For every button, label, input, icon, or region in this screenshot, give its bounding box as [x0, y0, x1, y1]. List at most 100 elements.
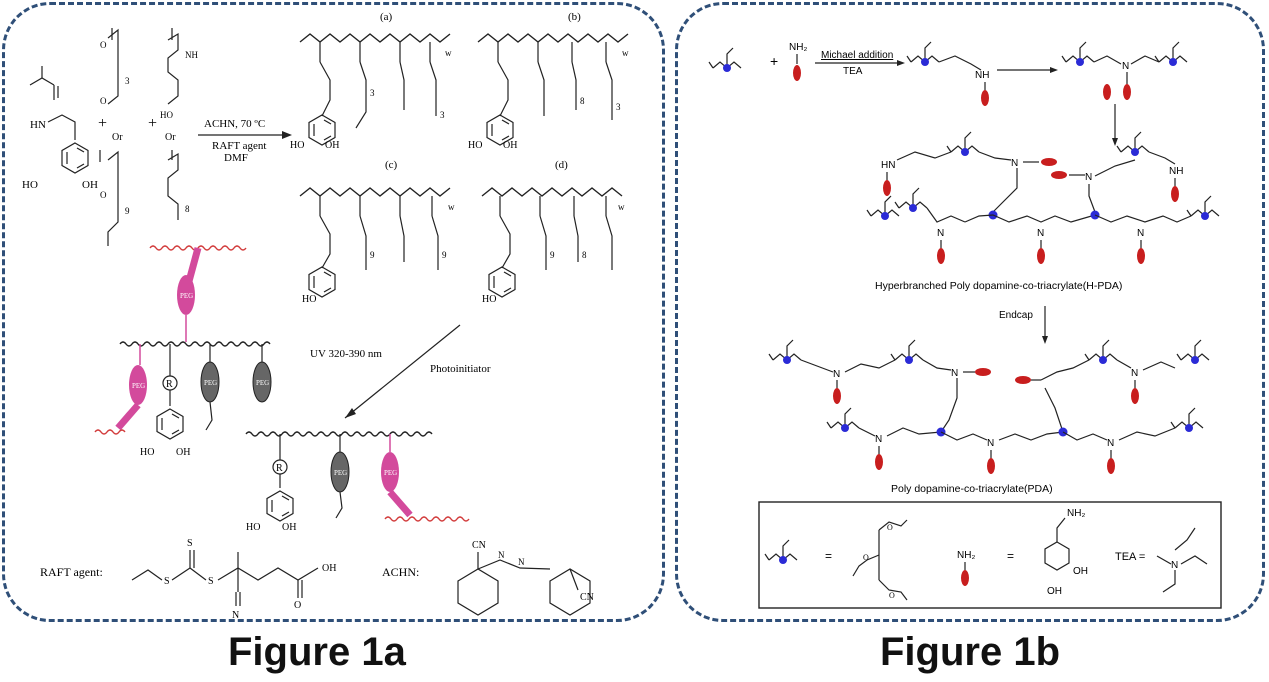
label-c: (c) [385, 159, 398, 171]
pda-label: Poly dopamine-co-triacrylate(PDA) [891, 483, 1053, 495]
ho-d: HO [482, 294, 496, 305]
legend-o-3: O [889, 591, 895, 600]
nh-label-h: NH [1169, 166, 1183, 177]
legend-equals-1: = [825, 549, 832, 563]
ho-a: HO [290, 140, 304, 151]
legend-nh2-2: NH₂ [1067, 508, 1085, 519]
achn-cn2: CN [580, 592, 594, 603]
hn-label-1: HN [881, 160, 895, 171]
r-label-1: R [166, 379, 173, 390]
n-label-p3: N [1131, 368, 1138, 379]
dopamine-monomer: HN HO OH [22, 66, 98, 191]
ho-label-2: HO [160, 110, 173, 120]
sub-c-9b: 9 [442, 250, 447, 260]
peg-label-1: PEG [180, 292, 193, 300]
network-schematic-1: PEG PEG R HO OH PEG PEG [94, 245, 272, 458]
n-label-r1: N [1122, 61, 1129, 72]
n-label-h1: N [1011, 158, 1018, 169]
or-label-2: Or [165, 132, 176, 143]
raft-s2: S [187, 538, 193, 549]
polymer-c: (c) w HO 9 9 [299, 159, 455, 305]
raft-agent-structure: RAFT agent: S S S N O OH [40, 538, 336, 621]
reaction-row-1: + NH₂ Michael addition TEA NH N [708, 41, 1188, 106]
ho-net2: HO [246, 522, 260, 533]
ho-net1: HO [140, 447, 154, 458]
n-label-h4: N [1037, 228, 1044, 239]
subscript-3: 3 [125, 76, 130, 86]
index-w-b: w [622, 48, 629, 58]
sub-a-3: 3 [370, 88, 375, 98]
sub-a-3b: 3 [440, 110, 445, 120]
plus-sign-2: + [148, 115, 157, 132]
oh-a: OH [325, 140, 339, 151]
oh-net2: OH [282, 522, 296, 533]
index-w-d: w [618, 202, 625, 212]
legend-box: = O O O NH₂ = NH₂ OH OH TEA = N [758, 501, 1222, 609]
r-label-2: R [276, 463, 283, 474]
raft-o: O [294, 600, 301, 611]
peg-pink-top [177, 275, 195, 315]
n-label-p4: N [875, 434, 882, 445]
n-label-p5: N [987, 438, 994, 449]
o-label-2: O [100, 96, 107, 106]
n-label-h3: N [937, 228, 944, 239]
legend-oh-1: OH [1073, 566, 1088, 577]
ho-b: HO [468, 140, 482, 151]
plus-b: + [770, 53, 778, 69]
h-pda-structure: HN N N NH N N N [866, 131, 1220, 264]
condition-raft: RAFT agent [212, 140, 267, 152]
legend-o-2: O [863, 553, 869, 562]
raft-s1: S [164, 576, 170, 587]
figure-1b-panel [675, 2, 1265, 622]
achn-cn1: CN [472, 540, 486, 551]
o-label-1: O [100, 40, 107, 50]
nh-label-b: NH [975, 70, 989, 81]
peg-label-3: PEG [204, 379, 217, 387]
or-label-1: Or [112, 132, 123, 143]
legend-n: N [1171, 560, 1178, 571]
ho-c: HO [302, 294, 316, 305]
index-w-a: w [445, 48, 452, 58]
subscript-8: 8 [185, 204, 190, 214]
uv-label: UV 320-390 nm [310, 348, 382, 360]
michael-addition-label: Michael addition [821, 50, 893, 61]
ho-label: HO [22, 179, 38, 191]
sub-b-8: 8 [580, 96, 585, 106]
n-label-p1: N [833, 369, 840, 380]
legend-tea: TEA = [1115, 551, 1145, 563]
photoinitiator-label: Photoinitiator [430, 363, 491, 375]
condition-achn: ACHN, 70 ºC [204, 118, 265, 130]
polymer-d: (d) w HO 9 8 [481, 159, 625, 305]
dopamine-structure: NH₂ OH OH [1044, 508, 1088, 597]
figure-1a-scheme: HN HO OH + O 3 O Or O 9 + NH HO Or 8 ACH… [22, 11, 629, 621]
label-d: (d) [555, 159, 568, 171]
polymer-b: (b) w HO OH 8 3 [468, 11, 629, 151]
raft-n: N [232, 610, 239, 621]
hn-label: HN [30, 119, 46, 131]
sub-c-9: 9 [370, 250, 375, 260]
crosslinker-monomers: O 3 O Or O 9 [99, 28, 130, 246]
sub-d-8: 8 [582, 250, 587, 260]
figure-1b-scheme: + NH₂ Michael addition TEA NH N HN N [708, 41, 1222, 609]
subscript-9: 9 [125, 206, 130, 216]
achn-n2: N [518, 557, 525, 567]
hydroxyl-acrylamide-monomer: NH HO Or 8 [160, 28, 198, 220]
figure-1b-caption: Figure 1b [880, 630, 1061, 674]
legend-nh2-1: NH₂ [957, 550, 975, 561]
oh-net1: OH [176, 447, 190, 458]
achn-n1: N [498, 550, 505, 560]
n-label-p6: N [1107, 438, 1114, 449]
n-label-p2: N [951, 368, 958, 379]
legend-o-1: O [887, 523, 893, 532]
endcap-label: Endcap [999, 310, 1033, 321]
oh-b: OH [503, 140, 517, 151]
label-b: (b) [568, 11, 581, 23]
figure-1a-caption: Figure 1a [228, 630, 406, 674]
oh-label: OH [82, 179, 98, 191]
sub-d-9: 9 [550, 250, 555, 260]
pda-structure: N N N N N N [768, 339, 1210, 474]
nh2-label: NH₂ [789, 42, 807, 53]
n-label-h5: N [1137, 228, 1144, 239]
peg-label-6: PEG [384, 469, 397, 477]
label-a: (a) [380, 11, 393, 23]
